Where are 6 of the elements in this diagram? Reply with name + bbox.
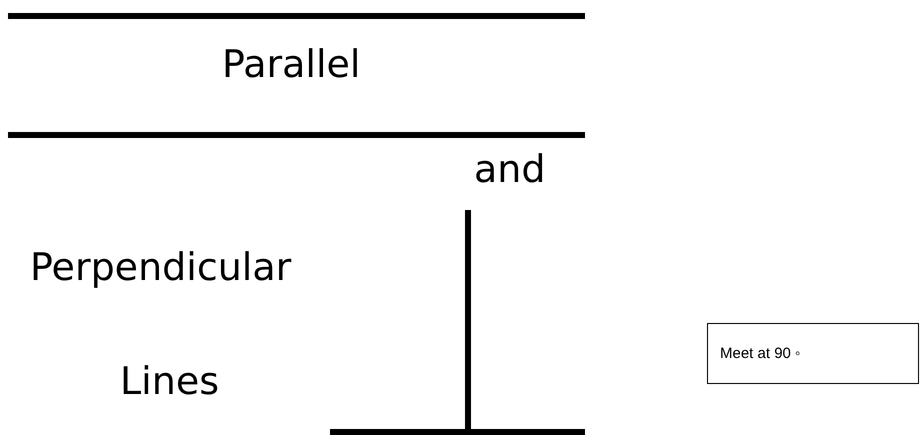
note-text: Meet at 90 ◦ (720, 345, 800, 362)
diagram-label: Parallel (222, 45, 360, 83)
diagram-label: Lines (120, 362, 219, 400)
diagram-label: Perpendicular (30, 248, 292, 286)
note-box (707, 323, 919, 384)
diagram-label: and (474, 150, 546, 188)
